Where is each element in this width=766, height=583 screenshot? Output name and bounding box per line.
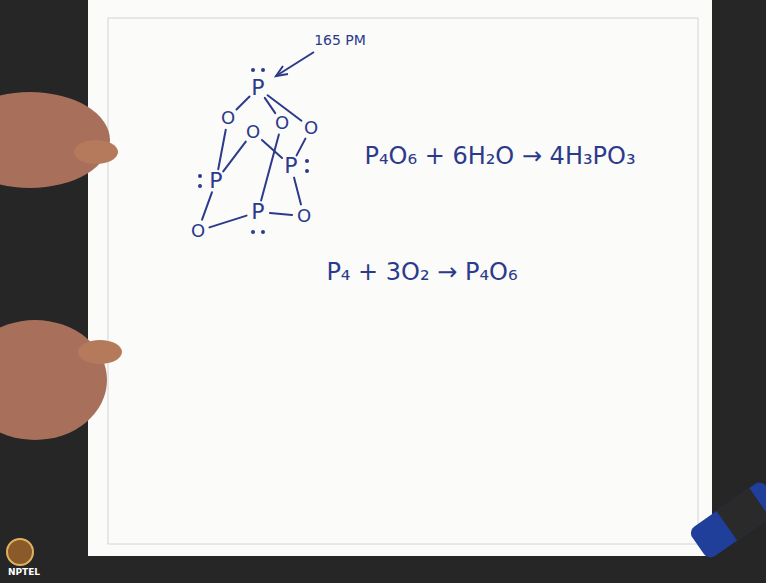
paper-frame: [108, 18, 698, 544]
phosphorus-atom: P: [251, 77, 264, 99]
marker-pen: [688, 479, 766, 560]
bond-line: [202, 192, 212, 219]
oxygen-atom: O: [297, 207, 311, 225]
lone-pair-dot: [198, 174, 202, 178]
bond-line: [223, 142, 246, 172]
paper-sheet: [88, 0, 712, 556]
lone-pair-dot: [261, 230, 265, 234]
left-hand: [0, 92, 110, 188]
bond-line: [236, 96, 249, 109]
bond-line: [262, 140, 282, 158]
oxygen-atom: O: [221, 109, 235, 127]
oxygen-atom: O: [275, 114, 289, 132]
lone-pair-dot: [261, 68, 265, 72]
phosphorus-atom: P: [209, 170, 222, 192]
bond-line: [294, 178, 301, 205]
equation: P₄O₆ + 6H₂O → 4H₃PO₃: [364, 144, 635, 168]
lone-pair-dot: [198, 184, 202, 188]
watermark: NPTEL: [8, 568, 40, 577]
lone-pair-dot: [251, 230, 255, 234]
oxygen-atom: O: [191, 222, 205, 240]
lone-pair-dot: [305, 159, 309, 163]
leader-arrowhead: [276, 66, 288, 76]
phosphorus-atom: P: [251, 201, 264, 223]
length-note: 165 PM: [314, 33, 366, 47]
left-hand: [0, 320, 107, 440]
bond-line: [270, 213, 292, 215]
nptel-logo: [7, 539, 33, 565]
oxygen-atom: O: [304, 119, 318, 137]
bond-line: [261, 135, 279, 201]
oxygen-atom: O: [246, 123, 260, 141]
finger: [74, 140, 118, 164]
bond-line: [297, 139, 306, 156]
finger: [78, 340, 122, 364]
leader-line: [276, 52, 314, 76]
bond-line: [209, 216, 246, 228]
phosphorus-atom: P: [284, 155, 297, 177]
equation: P₄ + 3O₂ → P₄O₆: [326, 260, 517, 284]
lone-pairs: [198, 68, 309, 234]
bond-line: [218, 130, 226, 169]
lone-pair-dot: [251, 68, 255, 72]
lone-pair-dot: [305, 169, 309, 173]
bond-lines: [202, 95, 305, 227]
